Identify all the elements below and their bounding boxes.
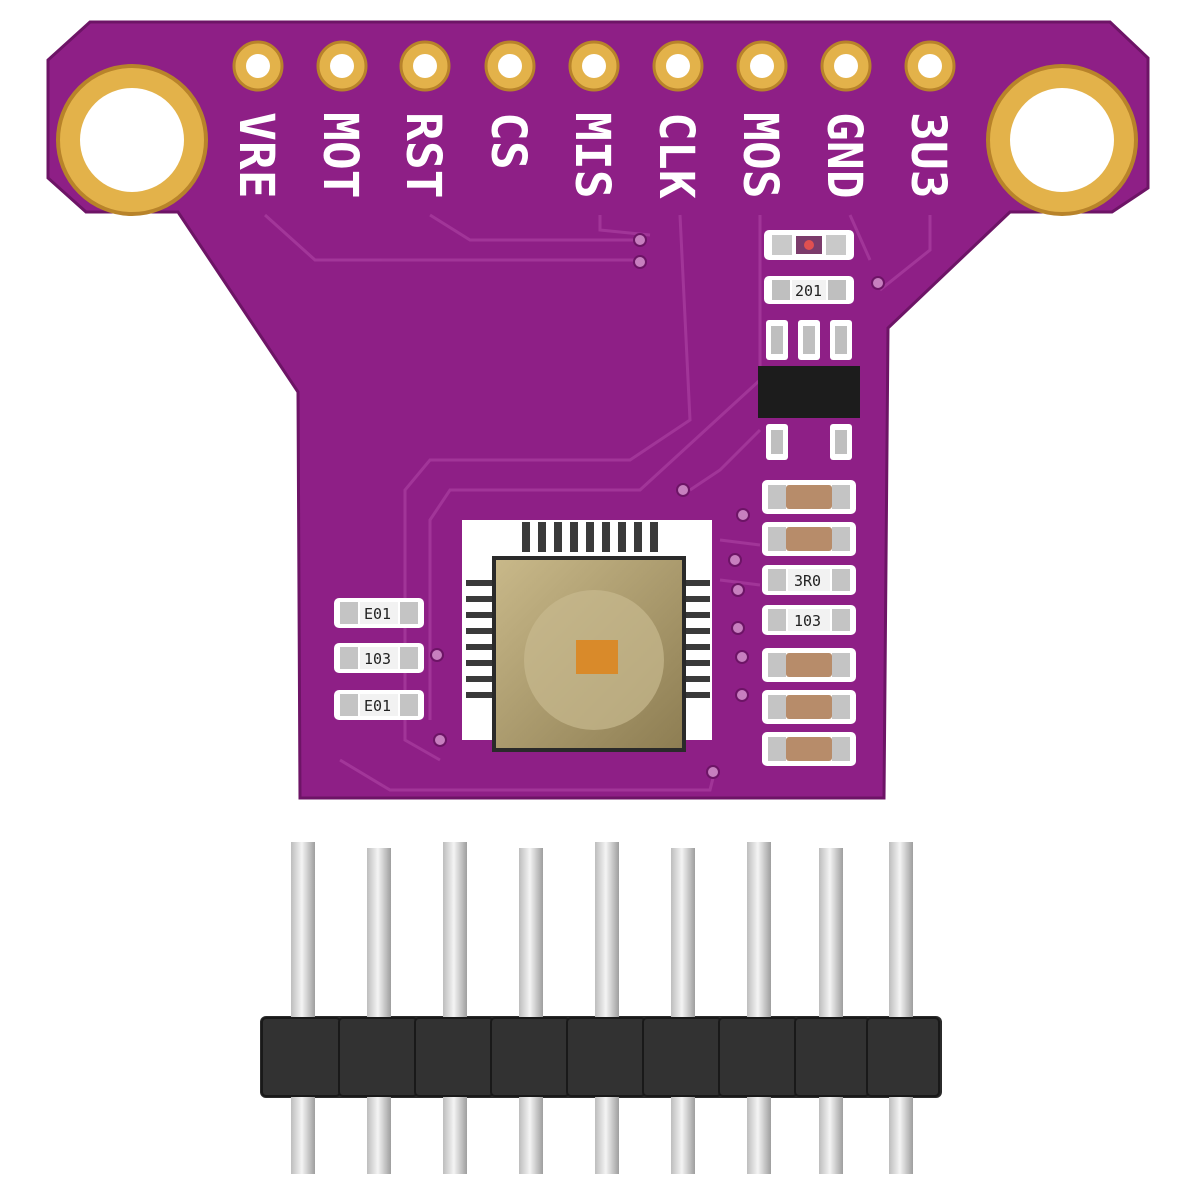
header-pin — [338, 848, 418, 1174]
resistor-103: 103 — [762, 605, 856, 635]
pin-label: MOT — [312, 112, 368, 199]
resistor-mark: E01 — [364, 605, 391, 623]
capacitor — [762, 732, 856, 766]
header-pin — [794, 848, 870, 1174]
pcb-vias — [430, 233, 885, 779]
capacitor — [762, 522, 856, 556]
header-pin — [718, 842, 798, 1174]
resistor-mark: 103 — [364, 650, 391, 668]
header-pad — [820, 40, 872, 92]
resistor-103: 103 — [334, 643, 424, 673]
pin-label: VRE — [228, 112, 284, 199]
pin-label: RST — [395, 112, 451, 199]
header-pad — [652, 40, 704, 92]
header-pin — [866, 842, 940, 1174]
pin-label: MIS — [564, 112, 620, 199]
header-pads — [232, 40, 956, 92]
header-pad — [568, 40, 620, 92]
header-pin — [490, 848, 570, 1174]
resistor-mark: 3R0 — [794, 572, 821, 590]
header-pad — [399, 40, 451, 92]
pin-label: GND — [816, 112, 872, 199]
header-pad — [484, 40, 536, 92]
sensor-chip — [462, 520, 712, 752]
resistor-mark: 201 — [795, 282, 822, 300]
mounting-hole-left — [56, 64, 208, 216]
capacitor — [762, 480, 856, 514]
pcb-board — [46, 20, 1150, 800]
capacitor — [762, 690, 856, 724]
header-pin — [642, 848, 722, 1174]
capacitor — [762, 648, 856, 682]
resistor-201: 201 — [764, 276, 854, 304]
header-pin — [261, 842, 341, 1174]
header-pin — [414, 842, 494, 1174]
header-pad — [232, 40, 284, 92]
header-pin — [566, 842, 646, 1174]
pin-label: MOS — [732, 112, 788, 199]
header-pad — [316, 40, 368, 92]
pin-labels: VRE MOT RST CS MIS CLK MOS GND 3U3 — [228, 112, 956, 199]
led — [764, 230, 854, 260]
voltage-regulator — [758, 320, 860, 460]
resistor-mark: E01 — [364, 697, 391, 715]
resistor-e01: E01 — [334, 598, 424, 628]
pin-header — [260, 842, 942, 1174]
mounting-hole-right — [986, 64, 1138, 216]
pcb-traces — [263, 213, 932, 792]
header-pad — [736, 40, 788, 92]
pin-label: CLK — [648, 112, 704, 199]
resistor-e01: E01 — [334, 690, 424, 720]
pin-label: CS — [480, 112, 536, 170]
pin-label: 3U3 — [900, 112, 956, 199]
resistor-3r0: 3R0 — [762, 565, 856, 595]
header-pad — [904, 40, 956, 92]
resistor-mark: 103 — [794, 612, 821, 630]
